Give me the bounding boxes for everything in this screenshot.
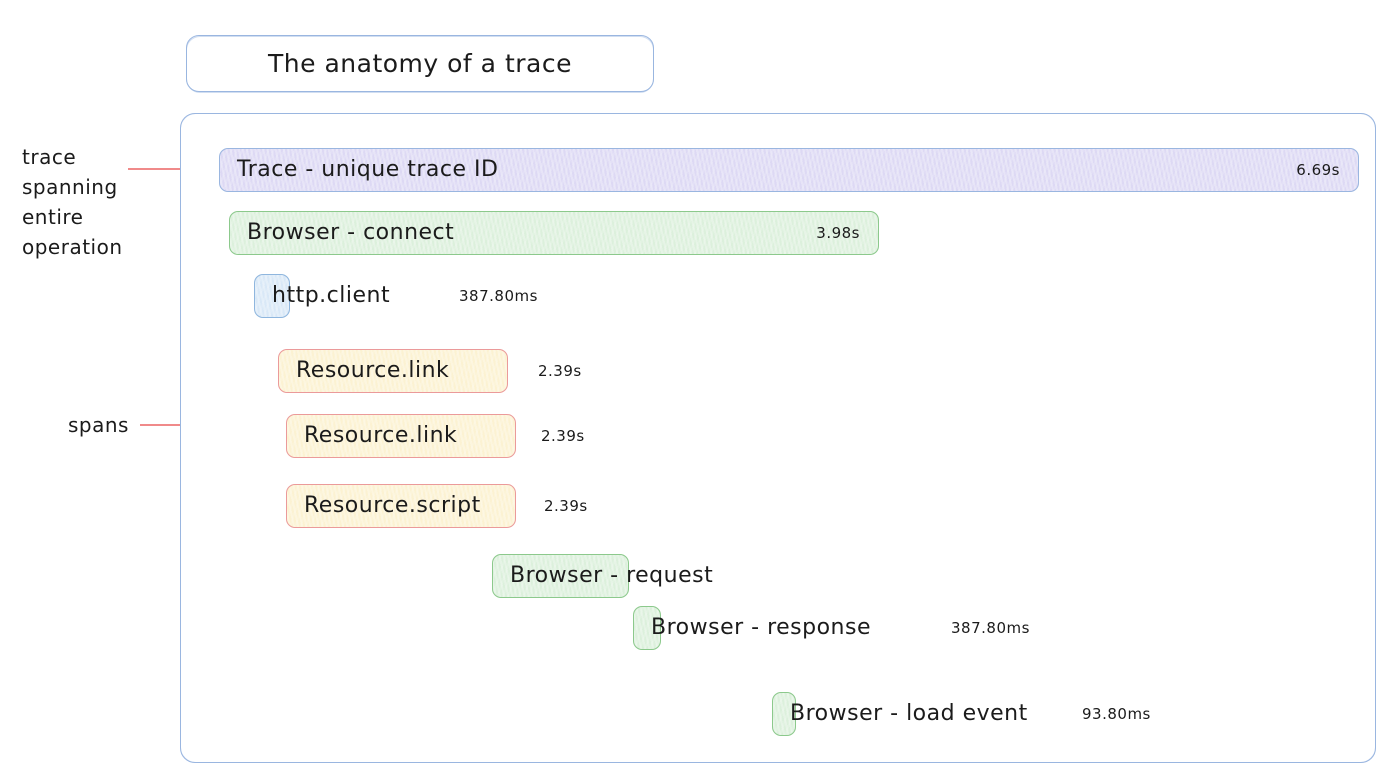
span-name-label: Resource.link [304, 423, 458, 448]
span-duration-label: 387.80ms [951, 619, 1030, 637]
spans-annotation-label: spans [68, 413, 129, 437]
span-row[interactable]: Browser - response 387.80ms [181, 606, 1371, 650]
span-row[interactable]: Resource.script 2.39s [181, 484, 1371, 528]
span-row[interactable]: Resource.link 2.39s [181, 349, 1371, 393]
span-bar[interactable]: Resource.link [286, 414, 516, 458]
trace-annotation-leader-line [128, 168, 184, 170]
span-row[interactable]: Resource.link 2.39s [181, 414, 1371, 458]
span-row[interactable]: Browser - connect 3.98s [181, 211, 1371, 255]
page-title: The anatomy of a trace [268, 49, 572, 78]
span-bar[interactable]: Trace - unique trace ID 6.69s [219, 148, 1359, 192]
span-name-label: Browser - request [510, 563, 714, 588]
span-duration-label: 2.39s [538, 362, 582, 380]
span-duration-label: 2.39s [541, 427, 585, 445]
span-bar[interactable]: Resource.script [286, 484, 516, 528]
span-bar[interactable]: Resource.link [278, 349, 508, 393]
span-row[interactable]: Browser - load event 93.80ms [181, 692, 1371, 736]
span-name-label: Resource.link [296, 358, 450, 383]
span-name-label: Browser - response [651, 615, 871, 640]
span-bar[interactable]: Browser - request [492, 554, 713, 598]
span-duration-label: 3.98s [816, 224, 860, 242]
span-row[interactable]: Browser - request [181, 554, 1371, 598]
span-duration-label: 6.69s [1296, 161, 1340, 179]
span-row[interactable]: Trace - unique trace ID 6.69s [181, 148, 1371, 192]
span-name-label: Browser - load event [790, 701, 1028, 726]
span-duration-label: 2.39s [544, 497, 588, 515]
span-name-label: Trace - unique trace ID [237, 157, 499, 182]
span-bar[interactable]: Browser - connect 3.98s [229, 211, 879, 255]
span-name-label: Browser - connect [247, 220, 455, 245]
span-bar[interactable]: http.client [254, 274, 390, 318]
span-duration-label: 387.80ms [459, 287, 538, 305]
title-card: The anatomy of a trace [185, 35, 654, 93]
span-row[interactable]: http.client 387.80ms [181, 274, 1371, 318]
spans-annotation-leader-line [140, 424, 210, 426]
span-bar[interactable]: Browser - response [633, 606, 871, 650]
span-bar[interactable]: Browser - load event [772, 692, 1027, 736]
span-name-label: http.client [272, 283, 391, 308]
span-name-label: Resource.script [304, 493, 481, 518]
span-duration-label: 93.80ms [1082, 705, 1151, 723]
trace-annotation-label: trace spanning entire operation [22, 145, 123, 259]
